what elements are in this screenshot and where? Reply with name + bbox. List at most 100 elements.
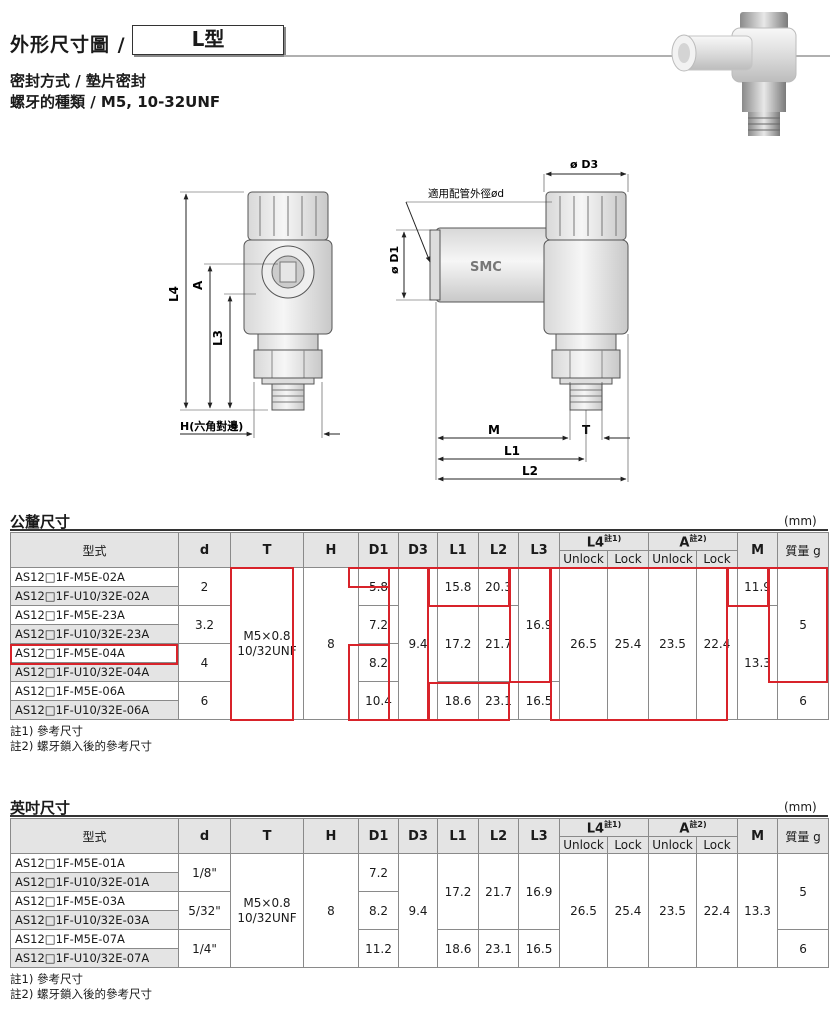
type-badge: L型 <box>132 25 284 55</box>
header-t: T <box>230 531 304 569</box>
header-model: 型式 <box>10 531 179 569</box>
cell-m: 13.3 <box>737 605 779 721</box>
model-cell: AS12□1F-M5E-23A <box>10 605 179 626</box>
dim-label-l3: L3 <box>211 330 225 346</box>
model-cell: AS12□1F-M5E-02A <box>10 567 179 588</box>
table-row: AS12□1F-M5E-03A 5/32" 8.2 <box>10 891 829 931</box>
metric-note-1: 註1) 參考尺寸 <box>10 724 83 738</box>
cell-mass: 5 <box>777 853 830 931</box>
cell-d: 2 <box>178 567 231 607</box>
cell-d3: 9.4 <box>398 853 438 969</box>
table-row: AS12□1F-U10/32E-06A <box>10 700 829 721</box>
front-view <box>243 191 333 411</box>
thread-type-text: 螺牙的種類 / M5, 10-32UNF <box>10 93 221 111</box>
metric-unit: (mm) <box>784 514 817 528</box>
model-cell: AS12□1F-M5E-04A <box>10 643 179 664</box>
page-title: 外形尺寸圖 / <box>10 34 126 56</box>
dim-label-l4: L4 <box>167 286 181 302</box>
cell-l3: 16.9 <box>518 567 560 683</box>
header-mass: 質量 g <box>777 531 830 569</box>
header-l4-unlock: Unlock <box>559 836 608 855</box>
cell-l4-unlock: 26.5 <box>559 853 608 969</box>
metric-title-rule <box>10 529 828 531</box>
inch-note-2: 註2) 螺牙鎖入後的參考尺寸 <box>10 987 152 1001</box>
table-row: AS12□1F-U10/32E-07A <box>10 948 829 969</box>
dimension-drawing: L4 A L3 H(六角對邊) SMC ø D3 適用配管外徑ød <box>167 158 630 482</box>
header-a-lock: Lock <box>696 550 739 569</box>
cell-d1: 8.2 <box>358 643 399 683</box>
header-l4: L4註1) <box>558 531 650 552</box>
cell-d1: 11.2 <box>358 929 399 969</box>
cell-l2: 23.1 <box>478 681 519 721</box>
seal-method-text: 密封方式 / 墊片密封 <box>10 72 146 90</box>
cell-l1: 17.2 <box>437 853 479 931</box>
cell-mass: 6 <box>777 681 830 721</box>
model-cell: AS12□1F-U10/32E-06A <box>10 700 179 721</box>
header-a-unlock: Unlock <box>648 836 698 855</box>
cell-l3: 16.5 <box>518 929 560 969</box>
cell-l2: 21.7 <box>478 853 519 931</box>
cell-d1: 10.4 <box>358 681 399 721</box>
dim-label-d: 適用配管外徑ød <box>428 187 504 200</box>
header-l4: L4註1) <box>558 817 650 838</box>
dim-label-t: T <box>582 423 591 437</box>
table-row: AS12□1F-M5E-06A 6 10.4 18.6 23.1 16.5 6 <box>10 681 830 721</box>
dim-label-m: M <box>488 423 500 437</box>
cell-d: 3.2 <box>178 605 231 645</box>
header-l1: L1 <box>437 817 479 855</box>
cell-l2: 23.1 <box>478 929 519 969</box>
header-a: A註2) <box>648 817 739 838</box>
header-d1: D1 <box>358 531 399 569</box>
model-cell: AS12□1F-U10/32E-04A <box>10 662 179 683</box>
header-d: d <box>178 817 231 855</box>
table-row: AS12□1F-M5E-07A 1/4" 11.2 18.6 23.1 16.5… <box>10 929 830 969</box>
header-m: M <box>737 531 779 569</box>
cell-l4-lock: 25.4 <box>606 567 650 721</box>
table-row: AS12□1F-U10/32E-04A <box>10 662 829 683</box>
cell-l4-unlock: 26.5 <box>559 567 608 721</box>
title-underline <box>284 55 830 57</box>
dim-label-h: H(六角對邊) <box>180 419 243 433</box>
header-l3: L3 <box>518 531 560 569</box>
header-a-lock: Lock <box>696 836 739 855</box>
cell-mass: 6 <box>777 929 830 969</box>
cell-l2: 20.3 <box>478 567 519 607</box>
inch-note-1: 註1) 參考尺寸 <box>10 972 83 986</box>
cell-d1: 7.2 <box>358 605 399 645</box>
model-cell: AS12□1F-U10/32E-07A <box>10 948 179 969</box>
cell-a-unlock: 23.5 <box>648 567 698 721</box>
inch-unit: (mm) <box>784 800 817 814</box>
cell-m: 11.9 <box>737 567 779 607</box>
model-cell: AS12□1F-M5E-01A <box>10 853 179 874</box>
model-cell: AS12□1F-U10/32E-03A <box>10 910 179 931</box>
table-row: AS12□1F-M5E-23A 3.2 7.2 17.2 21.7 13.3 <box>10 605 829 721</box>
cell-d: 6 <box>178 681 231 721</box>
cell-d: 4 <box>178 643 231 683</box>
cell-a-lock: 22.4 <box>696 853 739 969</box>
header-l4-lock: Lock <box>606 836 650 855</box>
inch-section-title: 英吋尺寸 <box>10 799 71 817</box>
header-d1: D1 <box>358 817 399 855</box>
header-l2: L2 <box>478 817 519 855</box>
metric-note-2: 註2) 螺牙鎖入後的參考尺寸 <box>10 739 152 753</box>
model-cell: AS12□1F-U10/32E-23A <box>10 624 179 645</box>
cell-l1: 15.8 <box>437 567 479 607</box>
cell-d: 1/8" <box>178 853 231 893</box>
cell-d: 5/32" <box>178 891 231 931</box>
cell-a-unlock: 23.5 <box>648 853 698 969</box>
cell-d3: 9.4 <box>398 567 438 721</box>
dim-label-d3: ø D3 <box>570 158 598 171</box>
dim-label-d1: ø D1 <box>388 246 401 274</box>
cell-h: 8 <box>303 567 359 721</box>
header-a: A註2) <box>648 531 739 552</box>
table-row: AS12□1F-U10/32E-23A <box>10 624 829 645</box>
dim-label-l2: L2 <box>522 464 538 478</box>
cell-l3: 16.5 <box>518 681 560 721</box>
side-view: SMC <box>429 191 629 411</box>
cell-l1: 18.6 <box>437 681 479 721</box>
cell-d1: 7.2 <box>358 853 399 893</box>
dim-label-l1: L1 <box>504 444 520 458</box>
